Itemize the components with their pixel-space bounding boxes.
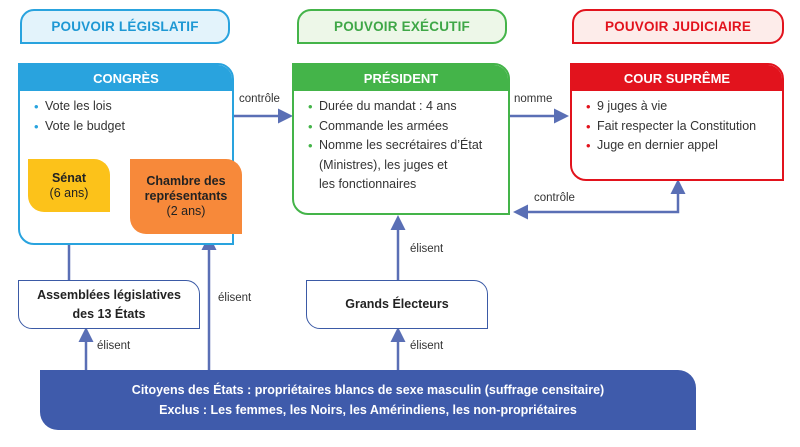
list-item: •Vote le budget [34, 117, 222, 137]
court-list: •9 juges à vie •Fait respecter la Consti… [572, 91, 782, 156]
congress-box: CONGRÈS •Vote les lois •Vote le budget [18, 63, 234, 245]
house-title-line1: Chambre des [146, 174, 226, 188]
bullet-icon: • [34, 99, 39, 114]
list-item: •Nomme les secrétaires d’État [308, 136, 498, 156]
president-list: •Durée du mandat : 4 ans •Commande les a… [294, 91, 508, 195]
list-item-continuation: les fonctionnaires [319, 177, 417, 191]
senate-title: Sénat [51, 170, 87, 185]
arrow-controle-bottom [513, 179, 686, 220]
house-term: (2 ans) [166, 204, 206, 218]
header-legislative: POUVOIR LÉGISLATIF [20, 9, 230, 44]
assemblies-line2: des 13 États [72, 306, 146, 321]
bullet-icon: • [586, 138, 591, 153]
congress-list: •Vote les lois •Vote le budget [20, 91, 232, 136]
citizens-line2: Exclus : Les femmes, les Noirs, les Amér… [159, 403, 577, 417]
label-elisent-house: élisent [218, 292, 252, 304]
citizens-box: Citoyens des États : propriétaires blanc… [40, 370, 696, 430]
court-title: COUR SUPRÊME [572, 65, 782, 91]
header-executive: POUVOIR EXÉCUTIF [297, 9, 507, 44]
list-item: •Juge en dernier appel [586, 136, 772, 156]
congress-title: CONGRÈS [20, 65, 232, 91]
president-box: PRÉSIDENT •Durée du mandat : 4 ans •Comm… [292, 63, 510, 215]
label-controle-bottom: contrôle [534, 192, 575, 204]
label-controle-top: contrôle [239, 93, 280, 105]
list-item: •Commande les armées [308, 117, 498, 137]
assemblies-box: Assemblées législatives des 13 États [18, 280, 200, 329]
label-elisent-president: élisent [410, 243, 444, 255]
assemblies-line1: Assemblées législatives [37, 287, 181, 302]
list-item: •Durée du mandat : 4 ans [308, 97, 498, 117]
senate-box: Sénat (6 ans) [28, 159, 110, 212]
label-elisent-electors: élisent [410, 340, 444, 352]
house-title-line2: représentants [144, 189, 228, 203]
list-item: •Vote les lois [34, 97, 222, 117]
label-nomme: nomme [514, 93, 553, 105]
bullet-icon: • [308, 138, 313, 153]
bullet-icon: • [34, 118, 39, 134]
house-box: Chambre des représentants (2 ans) [130, 159, 242, 234]
list-item-continuation: (Ministres), les juges et [319, 157, 448, 172]
list-item: •Fait respecter la Constitution [586, 117, 772, 137]
list-item: •9 juges à vie [586, 97, 772, 117]
bullet-icon: • [308, 99, 313, 114]
header-judicial: POUVOIR JUDICIAIRE [572, 9, 784, 44]
label-elisent-assemblies: élisent [97, 340, 131, 352]
electors-box: Grands Électeurs [306, 280, 488, 329]
bullet-icon: • [586, 99, 591, 114]
bullet-icon: • [308, 118, 313, 134]
citizens-line1: Citoyens des États : propriétaires blanc… [131, 383, 605, 397]
electors-label: Grands Électeurs [345, 297, 449, 311]
president-title: PRÉSIDENT [294, 65, 508, 91]
court-box: COUR SUPRÊME •9 juges à vie •Fait respec… [570, 63, 784, 181]
bullet-icon: • [586, 118, 591, 134]
senate-term: (6 ans) [49, 185, 89, 200]
